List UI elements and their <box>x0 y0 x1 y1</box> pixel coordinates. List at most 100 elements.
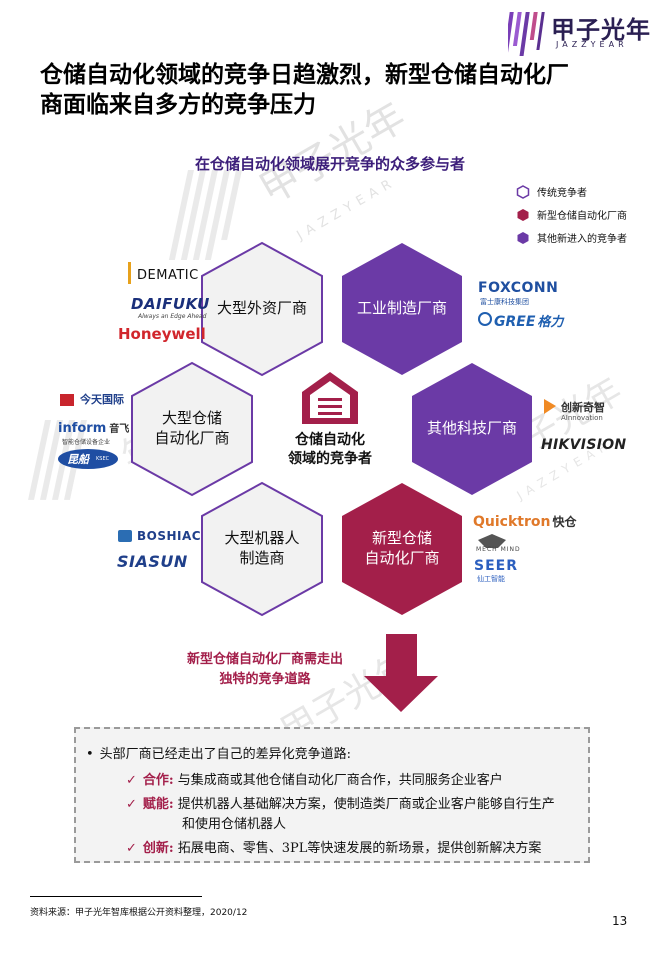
strategy-keyword: 合作: <box>142 773 174 788</box>
logo-quicktron-en: Quicktron <box>473 514 551 530</box>
logo-gree-cn: 格力 <box>537 315 564 330</box>
strategy-box: • 头部厂商已经走出了自己的差异化竞争道路: ✓ 合作:与集成商或其他仓储自动化厂商… <box>74 727 590 863</box>
strategy-item: ✓ 赋能:提供机器人基础解决方案，使制造类厂商或企业客户能够自行生产 <box>126 793 555 812</box>
hexagon-crimson-icon <box>517 208 529 221</box>
strategy-intro-text: 头部厂商已经走出了自己的差异化竞争道路: <box>99 747 352 762</box>
boshiac-mark-icon <box>118 530 132 542</box>
hex-new <box>342 483 462 615</box>
logo-seer-cn: 仙工智能 <box>477 575 505 583</box>
logo-inform-cn: 音飞 <box>109 424 130 435</box>
checkmark-icon: ✓ <box>126 841 137 856</box>
logo-mechmind: MECH MIND <box>476 546 521 553</box>
hex-label-robot: 大型机器人 制造商 <box>202 528 322 568</box>
brand-name: 甲子光年 <box>551 16 651 44</box>
arrow-caption-line: 独特的竞争道路 <box>219 672 311 687</box>
hex-label-line: 大型仓储 <box>161 409 222 427</box>
logo-hikvision: HIKVISION <box>541 437 627 453</box>
logo-ainnovation: 创新奇智 <box>561 401 605 414</box>
jingtian-mark-icon <box>60 394 74 406</box>
strategy-intro: • 头部厂商已经走出了自己的差异化竞争道路: <box>86 743 351 762</box>
down-arrow-icon <box>364 634 438 712</box>
strategy-text: 与集成商或其他仓储自动化厂商合作，共同服务企业客户 <box>177 773 503 788</box>
brand-logo-icon <box>508 12 545 56</box>
logo-inform-en: inform <box>58 421 107 436</box>
hex-label-line: 工业制造厂商 <box>356 299 447 317</box>
legend: 传统竞争者 新型仓储自动化厂商 其他新进入的竞争者 <box>516 180 627 249</box>
logo-jingtian: 今天国际 <box>80 393 124 406</box>
hex-industrial <box>342 243 462 375</box>
hex-robot <box>201 481 323 617</box>
legend-label: 传统竞争者 <box>537 188 587 199</box>
kunming-oval-icon <box>58 449 118 469</box>
logo-gree-en: GREE <box>494 314 536 330</box>
logo-quicktron-cn: 快仓 <box>552 515 577 529</box>
hex-warehouse <box>131 361 253 497</box>
strategy-text: 拓展电商、零售、3PL等快速发展的新场景，提供创新解决方案 <box>177 841 542 856</box>
legend-item-traditional: 传统竞争者 <box>516 180 627 203</box>
page-title-line1: 仓储自动化领域的竞争日趋激烈，新型仓储自动化厂 <box>40 62 569 88</box>
logo-daifuku-tagline: Always an Edge Ahead <box>138 313 207 320</box>
arrow-caption: 新型仓储自动化厂商需走出 独特的竞争道路 <box>160 650 370 690</box>
legend-item-new: 新型仓储自动化厂商 <box>516 203 627 226</box>
logo-dematic: DEMATIC <box>137 268 199 283</box>
logo-kunming: 昆船 <box>67 453 89 466</box>
diagram-subtitle: 在仓储自动化领域展开竞争的众多参与者 <box>194 155 465 173</box>
hexagon-outline-icon <box>516 184 530 199</box>
gree-mark-icon <box>478 312 492 326</box>
checkmark-icon: ✓ <box>126 773 137 788</box>
arrow-caption-line: 新型仓储自动化厂商需走出 <box>186 652 343 667</box>
strategy-text: 提供机器人基础解决方案，使制造类厂商或企业客户能够自行生产 <box>177 797 555 812</box>
hex-label-line: 其他科技厂商 <box>426 419 517 437</box>
logo-inform-sub: 智能仓储设备企业 <box>62 439 111 446</box>
ainnovation-mark-icon <box>544 399 556 414</box>
hex-foreign <box>201 241 323 377</box>
strategy-item: ✓ 合作:与集成商或其他仓储自动化厂商合作，共同服务企业客户 <box>126 769 503 788</box>
mechmind-mark-icon <box>478 534 506 548</box>
logo-seer: SEER <box>474 558 518 574</box>
logo-foxconn-cn: 富士康科技集团 <box>480 298 529 306</box>
hex-label-line: 制造商 <box>239 549 285 567</box>
hexagon-purple-icon <box>517 231 529 244</box>
hex-label-foreign: 大型外资厂商 <box>202 298 322 318</box>
strategy-keyword: 创新: <box>142 841 174 856</box>
hex-label-warehouse: 大型仓储 自动化厂商 <box>132 408 252 448</box>
hex-label-industrial: 工业制造厂商 <box>342 298 462 318</box>
hex-tech <box>412 363 532 495</box>
legend-label: 其他新进入的竞争者 <box>537 234 627 245</box>
page-title-line2: 商面临来自多方的竞争压力 <box>40 92 316 118</box>
hex-label-tech: 其他科技厂商 <box>412 418 532 438</box>
footnote-rule <box>30 896 202 897</box>
hex-label-line: 大型机器人 <box>224 529 300 547</box>
logo-honeywell: Honeywell <box>118 325 206 343</box>
strategy-keyword: 赋能: <box>142 797 174 812</box>
strategy-item: ✓ 创新:拓展电商、零售、3PL等快速发展的新场景，提供创新解决方案 <box>126 837 541 856</box>
page-number: 13 <box>612 914 628 928</box>
logo-ainnovation-en: AInnovation <box>561 414 603 422</box>
bullet-icon: • <box>86 747 94 762</box>
logo-daifuku: DAIFUKU <box>131 295 210 313</box>
strategy-text-cont: 和使用仓储机器人 <box>182 817 287 832</box>
page-title: 仓储自动化领域的竞争日趋激烈，新型仓储自动化厂 商面临来自多方的竞争压力 <box>40 60 630 120</box>
hex-label-new: 新型仓储 自动化厂商 <box>342 528 462 568</box>
center-label: 仓储自动化 领域的竞争者 <box>260 431 400 469</box>
logo-foxconn: FOXCONN <box>478 280 559 296</box>
dematic-mark-icon <box>128 262 131 284</box>
brand-name-en: JAZZYEAR <box>556 40 628 49</box>
logo-siasun: SIASUN <box>117 552 188 571</box>
center-label-line: 仓储自动化 <box>295 432 365 448</box>
warehouse-icon <box>302 372 358 424</box>
legend-label: 新型仓储自动化厂商 <box>537 211 627 222</box>
hex-label-line: 自动化厂商 <box>364 549 440 567</box>
logo-kunming-sub: KSEC <box>96 456 110 462</box>
logo-boshiac: BOSHIAC <box>137 529 202 543</box>
legend-item-other: 其他新进入的竞争者 <box>516 226 627 249</box>
center-label-line: 领域的竞争者 <box>288 451 372 467</box>
source-note: 资料来源：甲子光年智库根据公开资料整理，2020/12 <box>30 908 248 918</box>
hex-label-line: 自动化厂商 <box>154 429 230 447</box>
checkmark-icon: ✓ <box>126 797 137 812</box>
hex-label-line: 大型外资厂商 <box>216 299 307 317</box>
